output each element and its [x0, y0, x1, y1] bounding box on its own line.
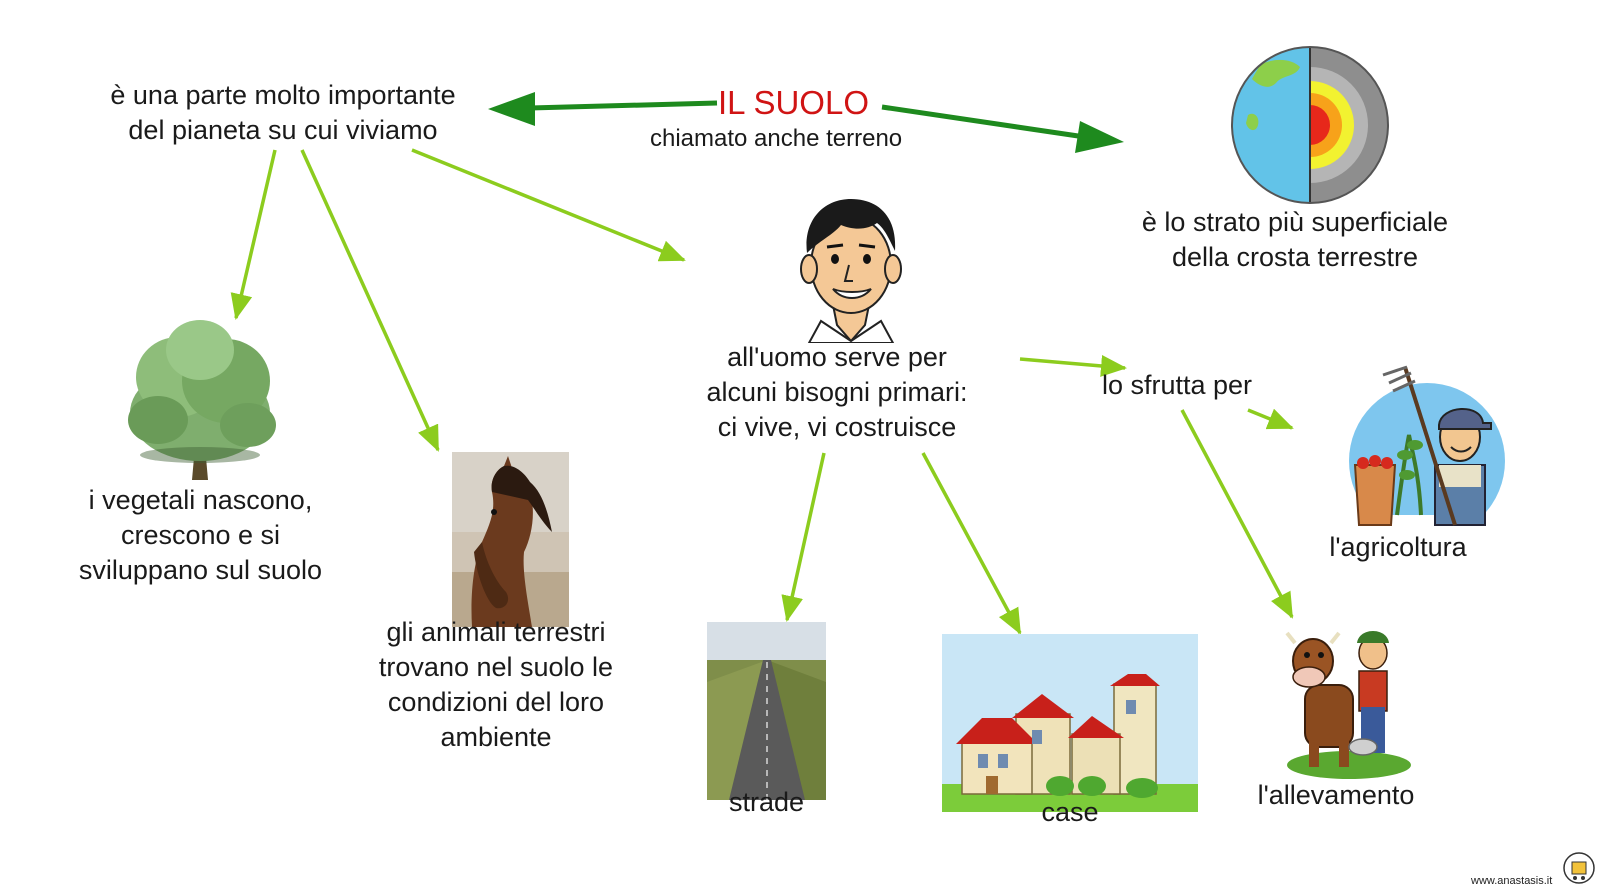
- arrow-to-sfrutta: [1019, 354, 1127, 377]
- text-line: gli animali terrestri: [386, 617, 606, 647]
- text-line: trovano nel suolo le: [378, 652, 614, 682]
- vegetali-text: i vegetali nascono, crescono e si svilup…: [58, 483, 343, 588]
- road-icon: [707, 622, 826, 800]
- text-line: sviluppano sul suolo: [78, 555, 323, 585]
- text-line: è lo strato più superficiale: [1141, 207, 1449, 237]
- main-subtitle: chiamato anche terreno: [650, 125, 903, 152]
- arrow-to-tree: [230, 149, 277, 320]
- left-main-text: è una parte molto importante del pianeta…: [78, 78, 488, 148]
- farmer-pitchfork-icon: [1345, 365, 1505, 540]
- strade-label: strade: [728, 787, 805, 817]
- horse-icon: [452, 452, 569, 627]
- arrow-title-to-right: [881, 104, 1124, 153]
- footer-site: www.anastasis.it: [1471, 875, 1553, 887]
- text-line: i vegetali nascono,: [88, 485, 313, 515]
- text-line: alcuni bisogni primari:: [706, 377, 968, 407]
- arrow-to-strade: [781, 452, 826, 622]
- cow-farmer-icon: [1285, 631, 1411, 779]
- text-line: condizioni del loro: [387, 687, 605, 717]
- tree-icon: [128, 320, 276, 480]
- allevamento-label: l'allevamento: [1257, 780, 1415, 810]
- text-line: ci vive, vi costruisce: [717, 412, 957, 442]
- supermappe-logo-icon: [1563, 852, 1595, 884]
- agricoltura-label: l'agricoltura: [1329, 532, 1467, 562]
- text-line: del pianeta su cui viviamo: [128, 115, 438, 145]
- boy-face-icon: [800, 199, 902, 343]
- animali-text: gli animali terrestri trovano nel suolo …: [356, 615, 636, 755]
- arrow-to-allevamento: [1180, 409, 1294, 619]
- uomo-text: all'uomo serve per alcuni bisogni primar…: [687, 340, 987, 445]
- earth-layers-icon: [1231, 46, 1389, 204]
- arrow-to-boy: [411, 148, 686, 262]
- houses-icon: [942, 634, 1198, 812]
- text-line: della crosta terrestre: [1171, 242, 1419, 272]
- text-line: all'uomo serve per: [727, 342, 947, 372]
- text-line: crescono e si: [120, 520, 281, 550]
- arrow-to-case: [921, 452, 1022, 635]
- text-line: ambiente: [440, 722, 552, 752]
- arrow-to-horse: [300, 149, 440, 452]
- main-title: IL SUOLO: [718, 84, 869, 121]
- case-label: case: [1041, 797, 1099, 827]
- arrow-title-to-left: [488, 92, 718, 126]
- text-line: è una parte molto importante: [110, 80, 456, 110]
- sfrutta-text: lo sfrutta per: [1101, 370, 1253, 400]
- arrow-to-agricoltura: [1247, 408, 1294, 430]
- right-main-text: è lo strato più superficiale della crost…: [1105, 205, 1485, 275]
